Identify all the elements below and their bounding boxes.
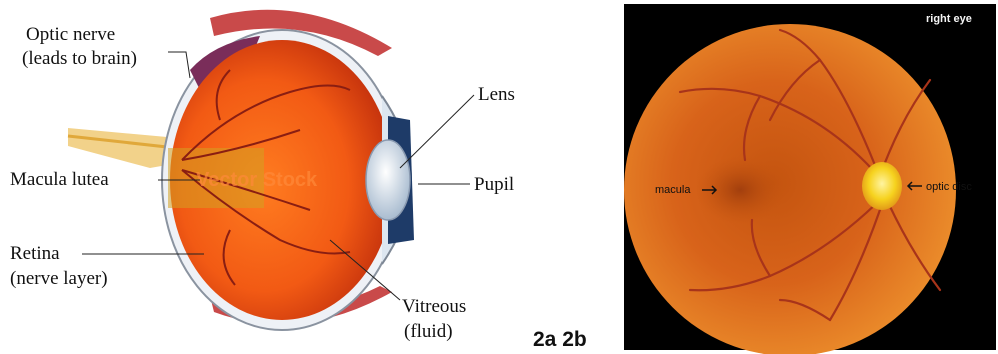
optic-disc bbox=[862, 162, 902, 210]
retina-sublabel: (nerve layer) bbox=[10, 268, 108, 289]
macula-lutea-label: Macula lutea bbox=[10, 169, 109, 190]
pupil-label: Pupil bbox=[474, 174, 514, 195]
lens-label: Lens bbox=[478, 84, 515, 105]
macula-label: macula bbox=[655, 184, 691, 196]
figure-id-labels: 2a 2b bbox=[533, 329, 587, 350]
eye-cross-section-diagram: Vector Stock Optic nerve (leads to brain… bbox=[10, 10, 515, 342]
optic-disc-label: optic disc bbox=[926, 181, 972, 193]
fundus-photo-diagram: right eye macula optic disc bbox=[624, 4, 996, 354]
vitreous-label: Vitreous bbox=[402, 296, 466, 317]
optic-nerve-label: Optic nerve bbox=[26, 24, 115, 45]
lens bbox=[366, 140, 410, 220]
eye-side-label: right eye bbox=[926, 13, 972, 25]
optic-nerve-sublabel: (leads to brain) bbox=[22, 48, 137, 69]
vitreous-sublabel: (fluid) bbox=[404, 321, 453, 342]
retina-label: Retina bbox=[10, 243, 60, 264]
watermark-text: Vector Stock bbox=[196, 169, 318, 191]
